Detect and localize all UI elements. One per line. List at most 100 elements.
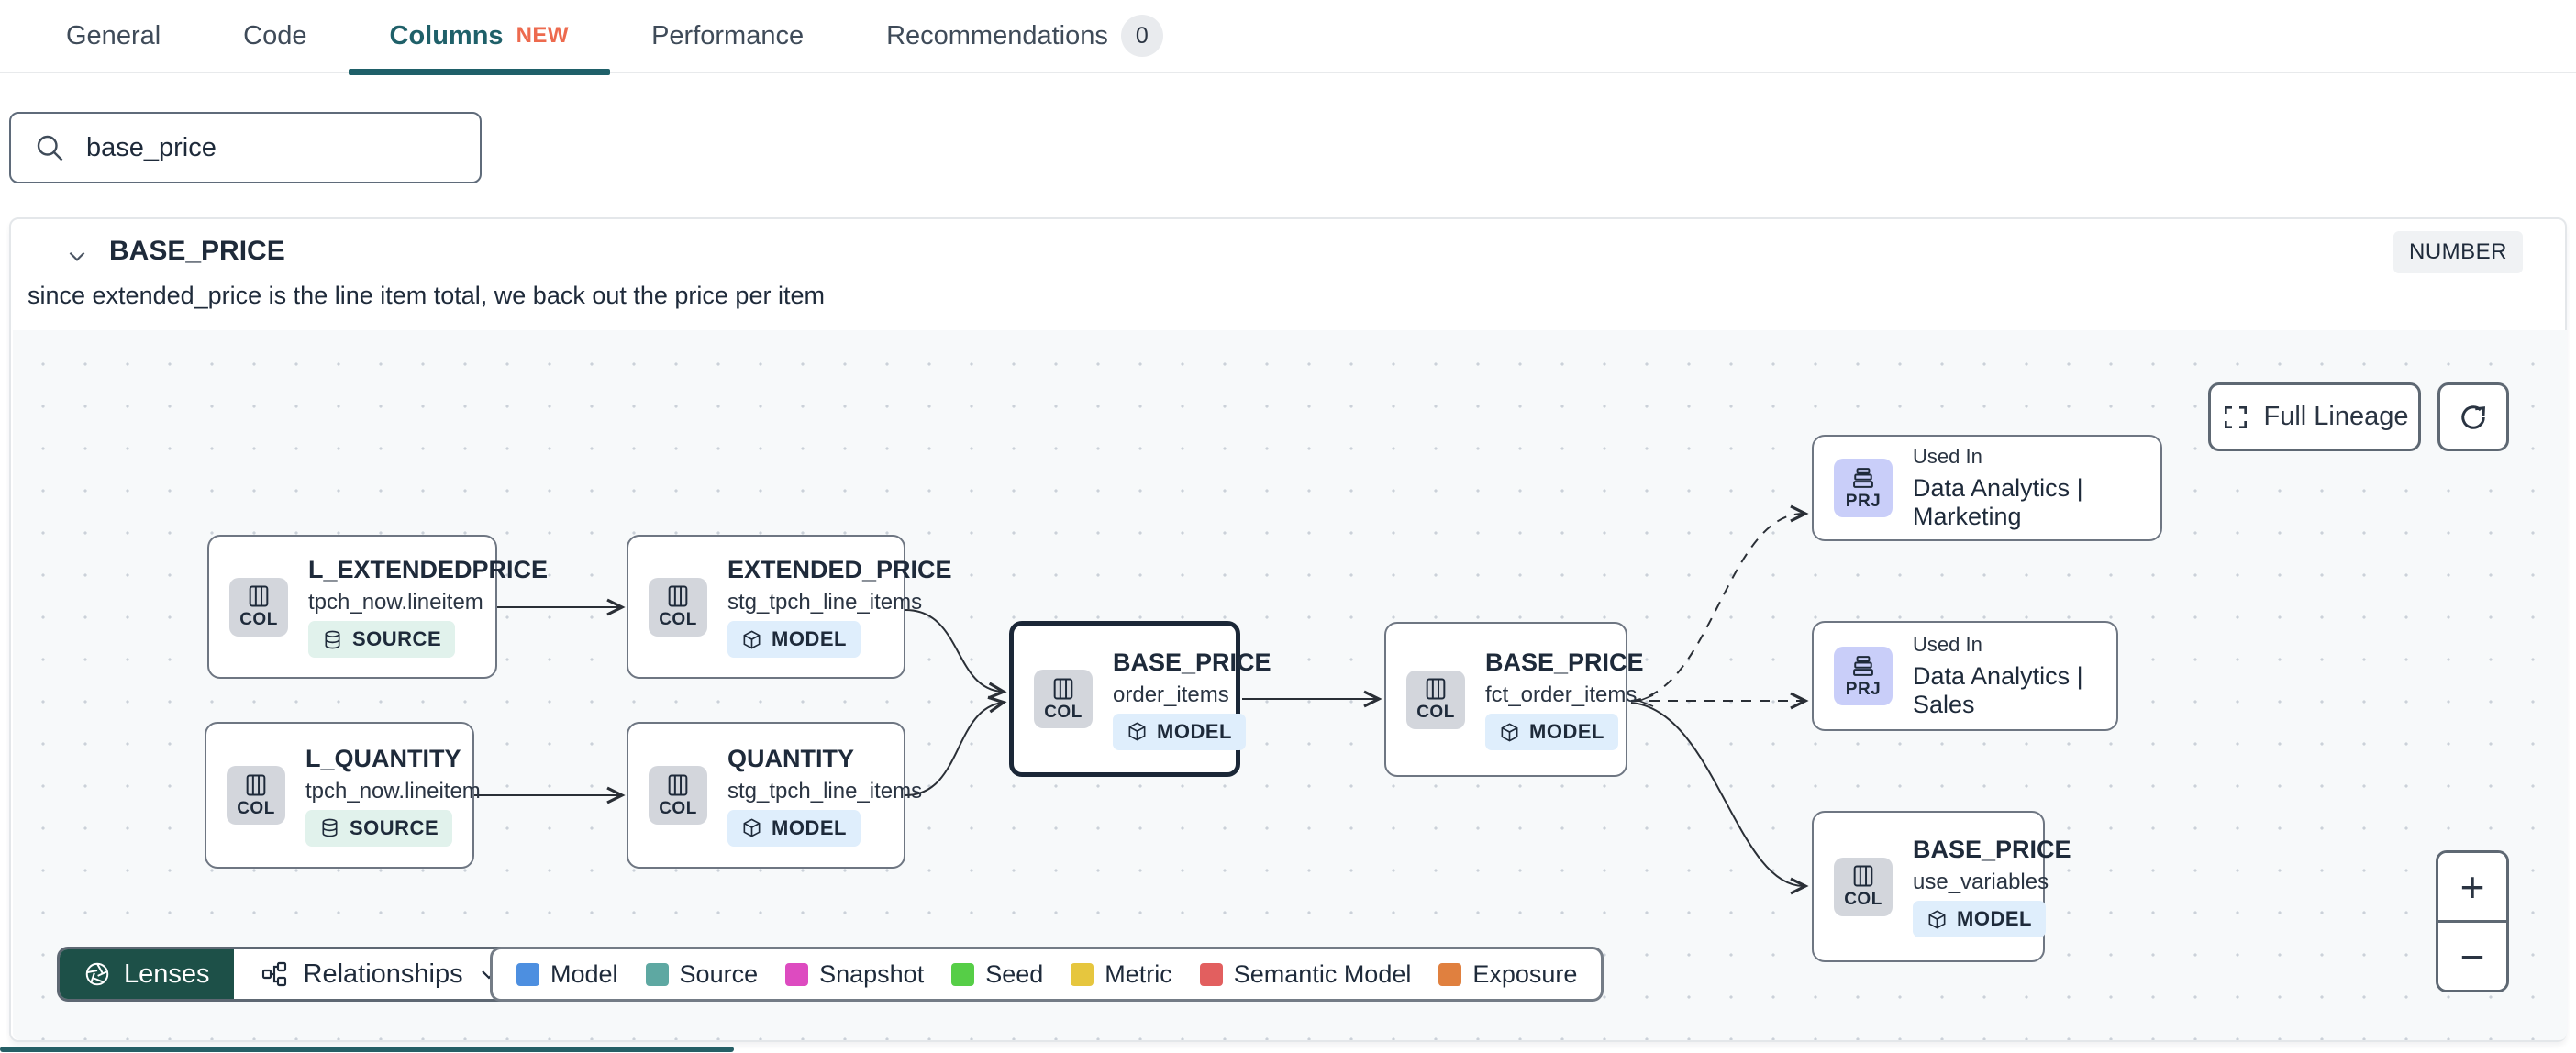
badge-label: MODEL [1157,719,1232,743]
relationships-dropdown[interactable]: Relationships [233,949,526,999]
relationships-label: Relationships [303,959,463,989]
node-subtitle: order_items [1113,682,1229,707]
cube-icon [741,817,762,838]
node-subtitle: stg_tpch_line_items [727,778,923,804]
cube-icon [741,629,762,650]
project-icon [1850,465,1876,491]
horizontal-scrollbar[interactable] [0,1047,734,1052]
cube-icon [1926,909,1948,930]
node-title: BASE_PRICE [1485,648,1644,676]
column-header: BASE_PRICE NUMBER since extended_price i… [11,219,2565,330]
legend-label: Metric [1105,959,1172,988]
column-search[interactable] [9,112,482,183]
zoom-controls: + − [2436,850,2509,992]
badge-label: MODEL [772,627,847,650]
chip-label: PRJ [1845,679,1882,699]
legend-item-model: Model [516,960,618,989]
full-lineage-label: Full Lineage [2263,402,2409,431]
lineage-node-l-quantity[interactable]: COL L_QUANTITY tpch_now.lineitem SOURCE [205,722,481,869]
lineage-canvas[interactable]: COL L_EXTENDEDPRICE tpch_now.lineitem SO… [13,330,2567,1040]
column-icon [1423,676,1449,702]
lineage-node-quantity[interactable]: COL QUANTITY stg_tpch_line_items MODEL [627,722,922,869]
resource-type-badge: MODEL [727,621,861,658]
column-icon [1850,863,1876,889]
legend-item-exposure: Exposure [1438,960,1577,989]
legend-label: Exposure [1472,959,1578,988]
resource-type-badge: MODEL [1485,714,1618,750]
chip-label: COL [1844,890,1882,909]
resource-type-badge: MODEL [1113,713,1246,750]
column-chip: COL [1834,857,1893,916]
search-icon [33,131,66,164]
column-chip: COL [649,766,707,825]
lineage-node-extended-price[interactable]: COL EXTENDED_PRICE stg_tpch_line_items M… [627,535,952,679]
legend-label: Source [679,959,759,988]
tab-columns[interactable]: Columns NEW [348,0,611,75]
legend-item-source: Source [645,959,759,989]
resource-type-badge: MODEL [727,809,861,847]
column-name: BASE_PRICE [109,236,285,266]
column-chip: COL [649,577,707,637]
refresh-button[interactable] [2437,382,2509,451]
node-title: BASE_PRICE [1913,836,2071,863]
tab-bar: General Code Columns NEW Performance Rec… [0,0,2576,75]
full-lineage-button[interactable]: Full Lineage [2208,382,2421,451]
zoom-out-button[interactable]: − [2438,923,2506,990]
exposure-swatch [1438,962,1462,986]
lineage-node-used-in-sales[interactable]: PRJ Used In Data Analytics | Sales [1812,621,2118,731]
lineage-node-used-in-marketing[interactable]: PRJ Used In Data Analytics | Marketing [1812,435,2162,541]
tab-general[interactable]: General [25,0,202,72]
resource-type-badge: SOURCE [305,809,453,847]
tab-label: Performance [651,21,805,50]
legend-label: Model [550,959,618,988]
used-in-label: Used In [1913,445,1982,468]
chip-label: COL [237,798,275,818]
database-icon [322,629,343,650]
tab-label: General [66,21,161,50]
legend-item-metric: Metric [1071,960,1172,989]
lenses-button[interactable]: Lenses [60,949,234,999]
column-icon [243,772,269,798]
column-icon [246,583,272,609]
chevron-down-icon [65,244,89,268]
node-title: L_QUANTITY [305,744,461,772]
column-chip: COL [1406,670,1465,729]
tab-label: Recommendations [886,21,1108,50]
column-chip: COL [229,577,288,637]
node-subtitle: use_variables [1913,870,2049,894]
zoom-in-button[interactable]: + [2438,853,2506,923]
tab-code[interactable]: Code [202,0,348,72]
chip-label: COL [1416,703,1455,722]
cube-icon [1499,722,1520,743]
node-subtitle: fct_order_items [1485,682,1638,707]
tab-performance[interactable]: Performance [610,0,845,72]
project-icon [1850,653,1876,679]
lineage-node-base-price-order-items[interactable]: COL BASE_PRICE order_items MODEL [1009,621,1271,777]
lineage-node-l-extendedprice[interactable]: COL L_EXTENDEDPRICE tpch_now.lineitem SO… [207,535,548,679]
refresh-icon [2457,401,2490,434]
lineage-edges [474,504,1809,895]
badge-label: MODEL [1957,907,2032,930]
lineage-node-base-price-fct-order-items[interactable]: COL BASE_PRICE fct_order_items MODEL [1384,622,1644,777]
legend-label: Semantic Model [1233,959,1412,988]
column-chip: COL [1034,670,1093,728]
tab-recommendations[interactable]: Recommendations 0 [845,0,1205,72]
collapse-toggle[interactable] [57,236,97,276]
column-icon [665,583,691,609]
column-type-badge: NUMBER [2393,231,2523,273]
project-chip: PRJ [1834,647,1893,705]
lineage-node-base-price-use-variables[interactable]: COL BASE_PRICE use_variables MODEL [1812,811,2071,962]
legend-label: Snapshot [819,959,925,988]
node-title: BASE_PRICE [1113,648,1271,676]
resource-legend: Model Source Snapshot Seed Metric Semant… [490,947,1604,1002]
column-icon [1050,676,1076,702]
resource-type-badge: SOURCE [308,621,456,658]
search-input[interactable] [84,131,458,164]
node-subtitle: tpch_now.lineitem [308,590,483,615]
legend-item-snapshot: Snapshot [785,960,924,989]
column-description: since extended_price is the line item to… [28,282,825,309]
badge-label: SOURCE [350,815,439,839]
recommendations-count-badge: 0 [1120,15,1163,57]
chip-label: COL [659,610,697,629]
column-detail-panel: BASE_PRICE NUMBER since extended_price i… [9,217,2567,1042]
